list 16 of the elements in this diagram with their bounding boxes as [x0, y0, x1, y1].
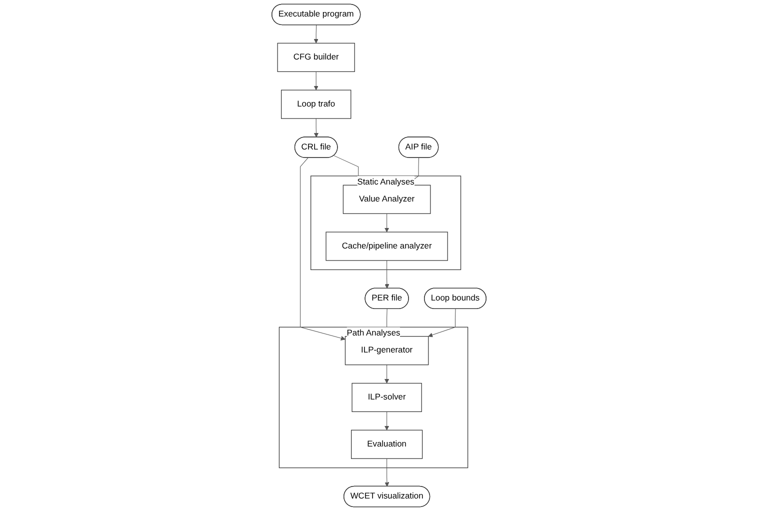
arrow [384, 411, 390, 430]
node-box: ILP-generator [344, 336, 429, 366]
arrow [384, 458, 390, 487]
arrow [428, 308, 456, 338]
node-box: Evaluation [351, 430, 423, 459]
node-box: Loop trafo [281, 90, 352, 119]
node-box: ILP-solver [352, 382, 422, 412]
arrow [314, 24, 318, 44]
node-box: Cache/pipeline analyzer [326, 232, 448, 261]
arrow [314, 118, 319, 138]
arrow [300, 158, 346, 340]
arrow [384, 364, 390, 384]
arrow [384, 213, 390, 232]
node-box: CFG builder [277, 42, 355, 72]
arrow [314, 71, 318, 90]
arrow [384, 260, 390, 289]
